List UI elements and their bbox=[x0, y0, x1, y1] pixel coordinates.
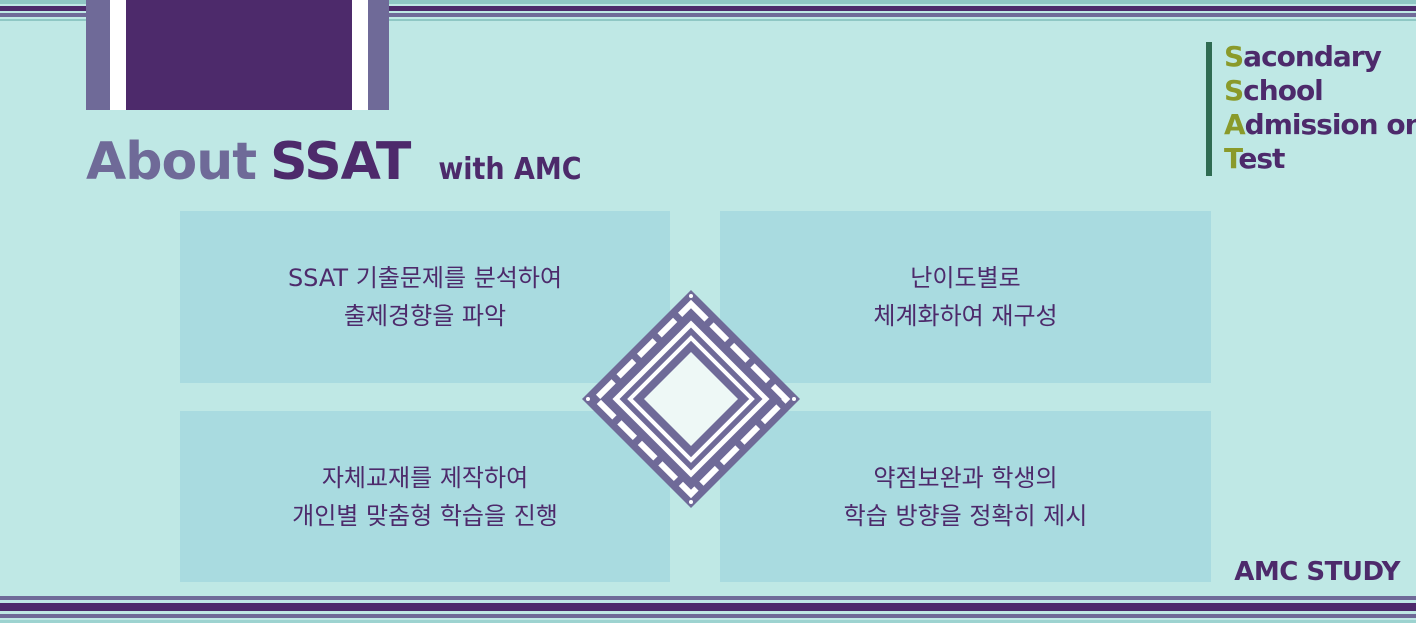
definition-line: Sacondary bbox=[1224, 40, 1382, 73]
definition-line: Admission on bbox=[1224, 108, 1416, 141]
brand-label: AMC STUDY bbox=[1234, 557, 1400, 587]
ribbon-banner bbox=[86, 0, 389, 110]
bottom-stripe-dark bbox=[0, 603, 1416, 611]
top-stripe-thin bbox=[0, 19, 1416, 21]
center-diamond-ornament bbox=[582, 290, 800, 508]
definition-line: School bbox=[1224, 74, 1324, 107]
title-ssat: SSAT bbox=[270, 132, 411, 192]
ribbon-stripe-left bbox=[110, 0, 126, 110]
bottom-stripe-light bbox=[0, 620, 1416, 623]
definition-lines: Sacondary School Admission on Test bbox=[1224, 40, 1416, 176]
feature-box-difficulty: 난이도별로 체계화하여 재구성 bbox=[720, 211, 1211, 383]
ribbon-edge-right bbox=[368, 0, 389, 110]
box-line-2: 체계화하여 재구성 bbox=[873, 302, 1058, 330]
definition-bar bbox=[1206, 42, 1212, 176]
box-line-1: 난이도별로 bbox=[910, 264, 1021, 292]
definition-line: Test bbox=[1224, 142, 1285, 175]
box-line-2: 출제경향을 파악 bbox=[343, 302, 507, 330]
bottom-stripe-mid-2 bbox=[0, 614, 1416, 618]
bottom-stripe-mid bbox=[0, 596, 1416, 600]
ribbon-stripe-right bbox=[352, 0, 368, 110]
feature-box-textbook: 자체교재를 제작하여 개인별 맞춤형 학습을 진행 bbox=[180, 411, 670, 582]
ribbon-center bbox=[126, 0, 352, 110]
top-stripe-dark bbox=[0, 6, 1416, 11]
feature-box-weakness: 약점보완과 학생의 학습 방향을 정확히 제시 bbox=[720, 411, 1211, 582]
box-line-1: 약점보완과 학생의 bbox=[873, 463, 1058, 492]
feature-box-analysis: SSAT 기출문제를 분석하여 출제경향을 파악 bbox=[180, 211, 670, 383]
top-stripe-light bbox=[0, 0, 1416, 4]
box-line-1: SSAT 기출문제를 분석하여 bbox=[287, 264, 563, 292]
title-about: About bbox=[86, 132, 257, 192]
top-stripe-mid bbox=[0, 13, 1416, 17]
page-title: About SSAT with AMC bbox=[86, 132, 582, 202]
box-line-2: 개인별 맞춤형 학습을 진행 bbox=[292, 501, 558, 530]
title-with-amc: with AMC bbox=[438, 152, 582, 187]
box-line-1: 자체교재를 제작하여 bbox=[321, 463, 529, 492]
box-line-2: 학습 방향을 정확히 제시 bbox=[843, 501, 1088, 530]
ribbon-edge-left bbox=[86, 0, 110, 110]
